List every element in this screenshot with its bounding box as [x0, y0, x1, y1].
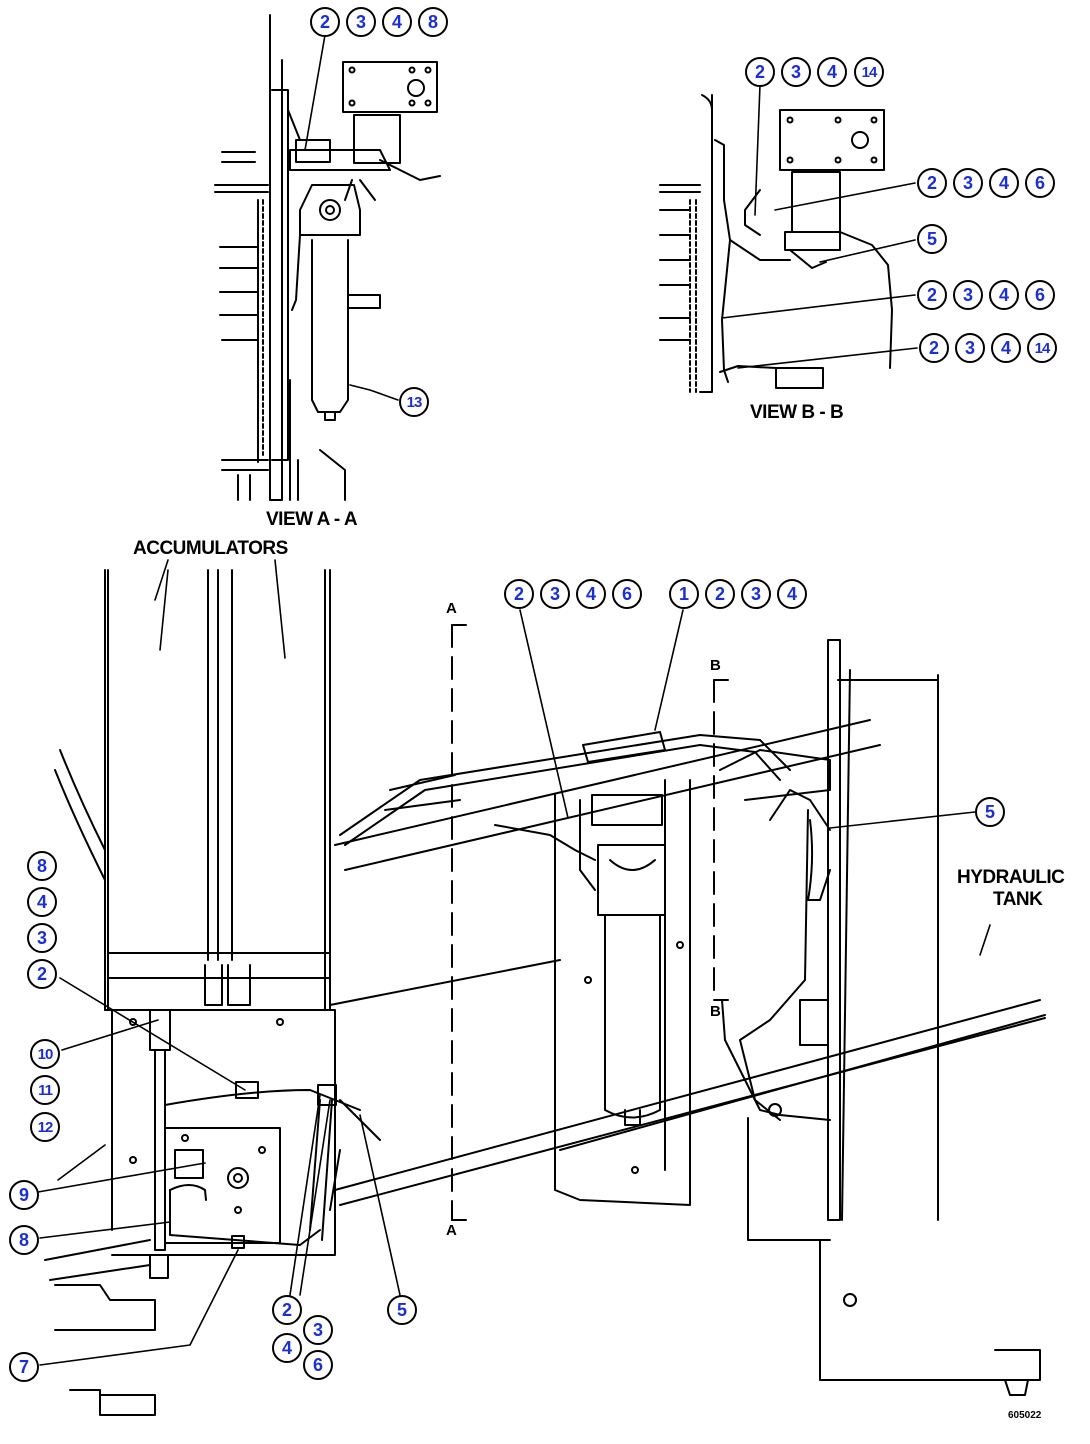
callout-balloon: 2: [705, 579, 735, 609]
callout-balloon: 6: [303, 1350, 333, 1380]
callout-balloon: 5: [387, 1295, 417, 1325]
callout-balloon: 4: [272, 1333, 302, 1363]
view-aa-drawing: [214, 14, 441, 501]
callout-balloon: 12: [30, 1112, 60, 1142]
callout-balloon: 3: [955, 333, 985, 363]
callout-balloon: 2: [745, 57, 775, 87]
callout-balloon: 2: [917, 280, 947, 310]
callout-balloon: 2: [919, 333, 949, 363]
view-aa-label: VIEW A - A: [266, 509, 358, 530]
callout-balloon: 4: [27, 887, 57, 917]
callout-balloon: 6: [1025, 168, 1055, 198]
callout-balloon: 14: [1027, 333, 1057, 363]
callout-balloon: 6: [1025, 280, 1055, 310]
callout-balloon: 11: [30, 1075, 60, 1105]
main-view-drawing: [44, 569, 1046, 1416]
callout-balloon: 3: [27, 923, 57, 953]
callout-balloon: 4: [382, 7, 412, 37]
callout-balloon: 2: [272, 1295, 302, 1325]
callout-balloon: 8: [418, 7, 448, 37]
callout-balloon: 3: [741, 579, 771, 609]
callout-balloon: 4: [817, 57, 847, 87]
callout-balloon: 2: [917, 168, 947, 198]
section-a-bottom-label: A: [446, 1222, 457, 1239]
section-b-bottom-label: B: [710, 1003, 721, 1020]
callout-balloon: 2: [27, 959, 57, 989]
callout-balloon: 7: [9, 1352, 39, 1382]
callout-balloon: 4: [989, 280, 1019, 310]
callout-balloon: 4: [576, 579, 606, 609]
callout-balloon: 3: [953, 168, 983, 198]
callout-balloon: 14: [854, 57, 884, 87]
section-a-top-label: A: [446, 600, 457, 617]
callout-balloon: 3: [781, 57, 811, 87]
hydraulic-label: HYDRAULIC: [957, 867, 1065, 888]
callout-balloon: 3: [540, 579, 570, 609]
section-b-top-label: B: [710, 657, 721, 674]
accumulators-label: ACCUMULATORS: [133, 538, 288, 559]
callout-balloon: 1: [669, 579, 699, 609]
view-bb-label: VIEW B - B: [750, 402, 844, 423]
drawing-number: 605022: [1008, 1410, 1042, 1421]
callout-balloon: 4: [991, 333, 1021, 363]
callout-balloon: 3: [953, 280, 983, 310]
callout-balloon: 8: [27, 851, 57, 881]
callout-balloon: 6: [612, 579, 642, 609]
callout-balloon: 5: [917, 224, 947, 254]
callout-balloon: 10: [30, 1039, 60, 1069]
callout-balloon: 2: [504, 579, 534, 609]
callout-balloon: 3: [346, 7, 376, 37]
callout-balloon: 9: [9, 1180, 39, 1210]
tank-label: TANK: [993, 889, 1043, 910]
callout-balloon: 5: [975, 797, 1005, 827]
view-bb-drawing: [659, 94, 893, 393]
callout-balloon: 3: [303, 1315, 333, 1345]
callout-balloon: 13: [399, 387, 429, 417]
leader-lines: [37, 34, 991, 1366]
callout-balloon: 8: [9, 1225, 39, 1255]
callout-balloon: 4: [777, 579, 807, 609]
callout-balloon: 2: [310, 7, 340, 37]
callout-balloon: 4: [989, 168, 1019, 198]
